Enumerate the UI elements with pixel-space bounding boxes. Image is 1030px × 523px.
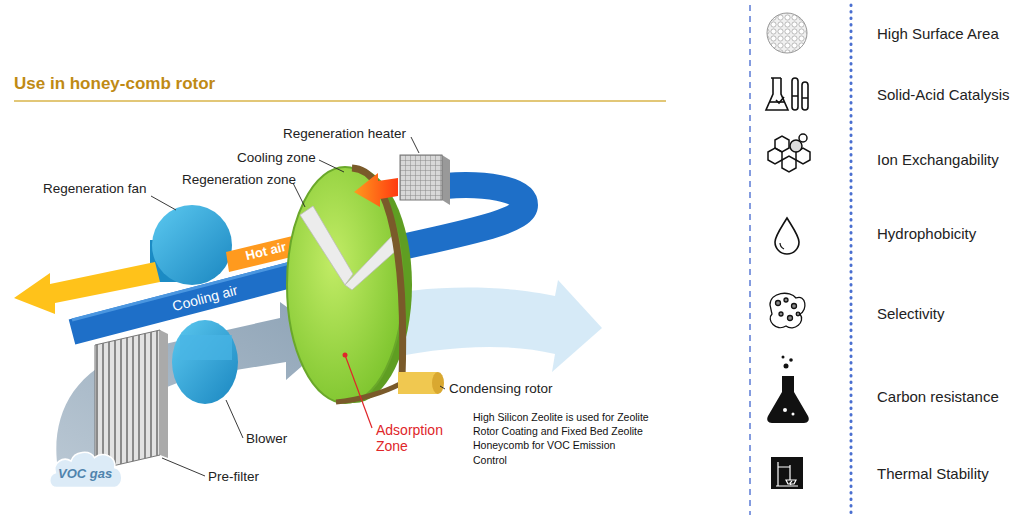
label-text: Regeneration zone bbox=[182, 172, 296, 187]
part-label: Pre-filter bbox=[208, 469, 259, 485]
label-text: Pre-filter bbox=[208, 469, 259, 484]
part-label: Regeneration zone bbox=[182, 172, 296, 188]
legend-text: Carbon resistance bbox=[877, 388, 999, 405]
property-row: Hydrophobicity bbox=[877, 225, 976, 242]
property-row: Thermal Stability bbox=[877, 465, 989, 482]
property-row: Selectivity bbox=[877, 305, 945, 322]
title-text: Use in honey-comb rotor bbox=[14, 74, 215, 93]
property-row: Solid-Acid Catalysis bbox=[877, 86, 1010, 103]
legend-text: Ion Exchangability bbox=[877, 151, 999, 168]
legend-text: Hydrophobicity bbox=[877, 225, 976, 242]
legend-text: High Surface Area bbox=[877, 25, 999, 42]
part-label: Condensing rotor bbox=[449, 381, 553, 397]
zone-label: Adsorption Zone bbox=[376, 422, 456, 454]
label-text: Adsorption Zone bbox=[376, 422, 443, 454]
property-row: Ion Exchangability bbox=[877, 151, 999, 168]
node-text: VOC gas bbox=[58, 466, 112, 481]
part-label: Cooling zone bbox=[237, 150, 316, 166]
label-text: High Silicon Zeolite is used for Zeolite… bbox=[473, 411, 649, 466]
part-label: Regeneration heater bbox=[283, 126, 406, 142]
label-text: Regeneration fan bbox=[43, 181, 147, 196]
label-text: Cooling zone bbox=[237, 150, 316, 165]
property-row: High Surface Area bbox=[877, 25, 999, 42]
part-label: Blower bbox=[246, 431, 287, 447]
label-text: Condensing rotor bbox=[449, 381, 553, 396]
label-text: Blower bbox=[246, 431, 287, 446]
label-text: Hot air bbox=[244, 239, 288, 263]
property-row: Carbon resistance bbox=[877, 388, 999, 405]
part-label: Regeneration fan bbox=[43, 181, 147, 197]
legend-text: Selectivity bbox=[877, 305, 945, 322]
note-text: High Silicon Zeolite is used for Zeolite… bbox=[473, 410, 651, 467]
legend-text: Thermal Stability bbox=[877, 465, 989, 482]
voc-cloud: VOC gas bbox=[46, 446, 124, 496]
label-text: Regeneration heater bbox=[283, 126, 406, 141]
legend-text: Solid-Acid Catalysis bbox=[877, 86, 1010, 103]
diagram-title: Use in honey-comb rotor bbox=[14, 74, 215, 94]
